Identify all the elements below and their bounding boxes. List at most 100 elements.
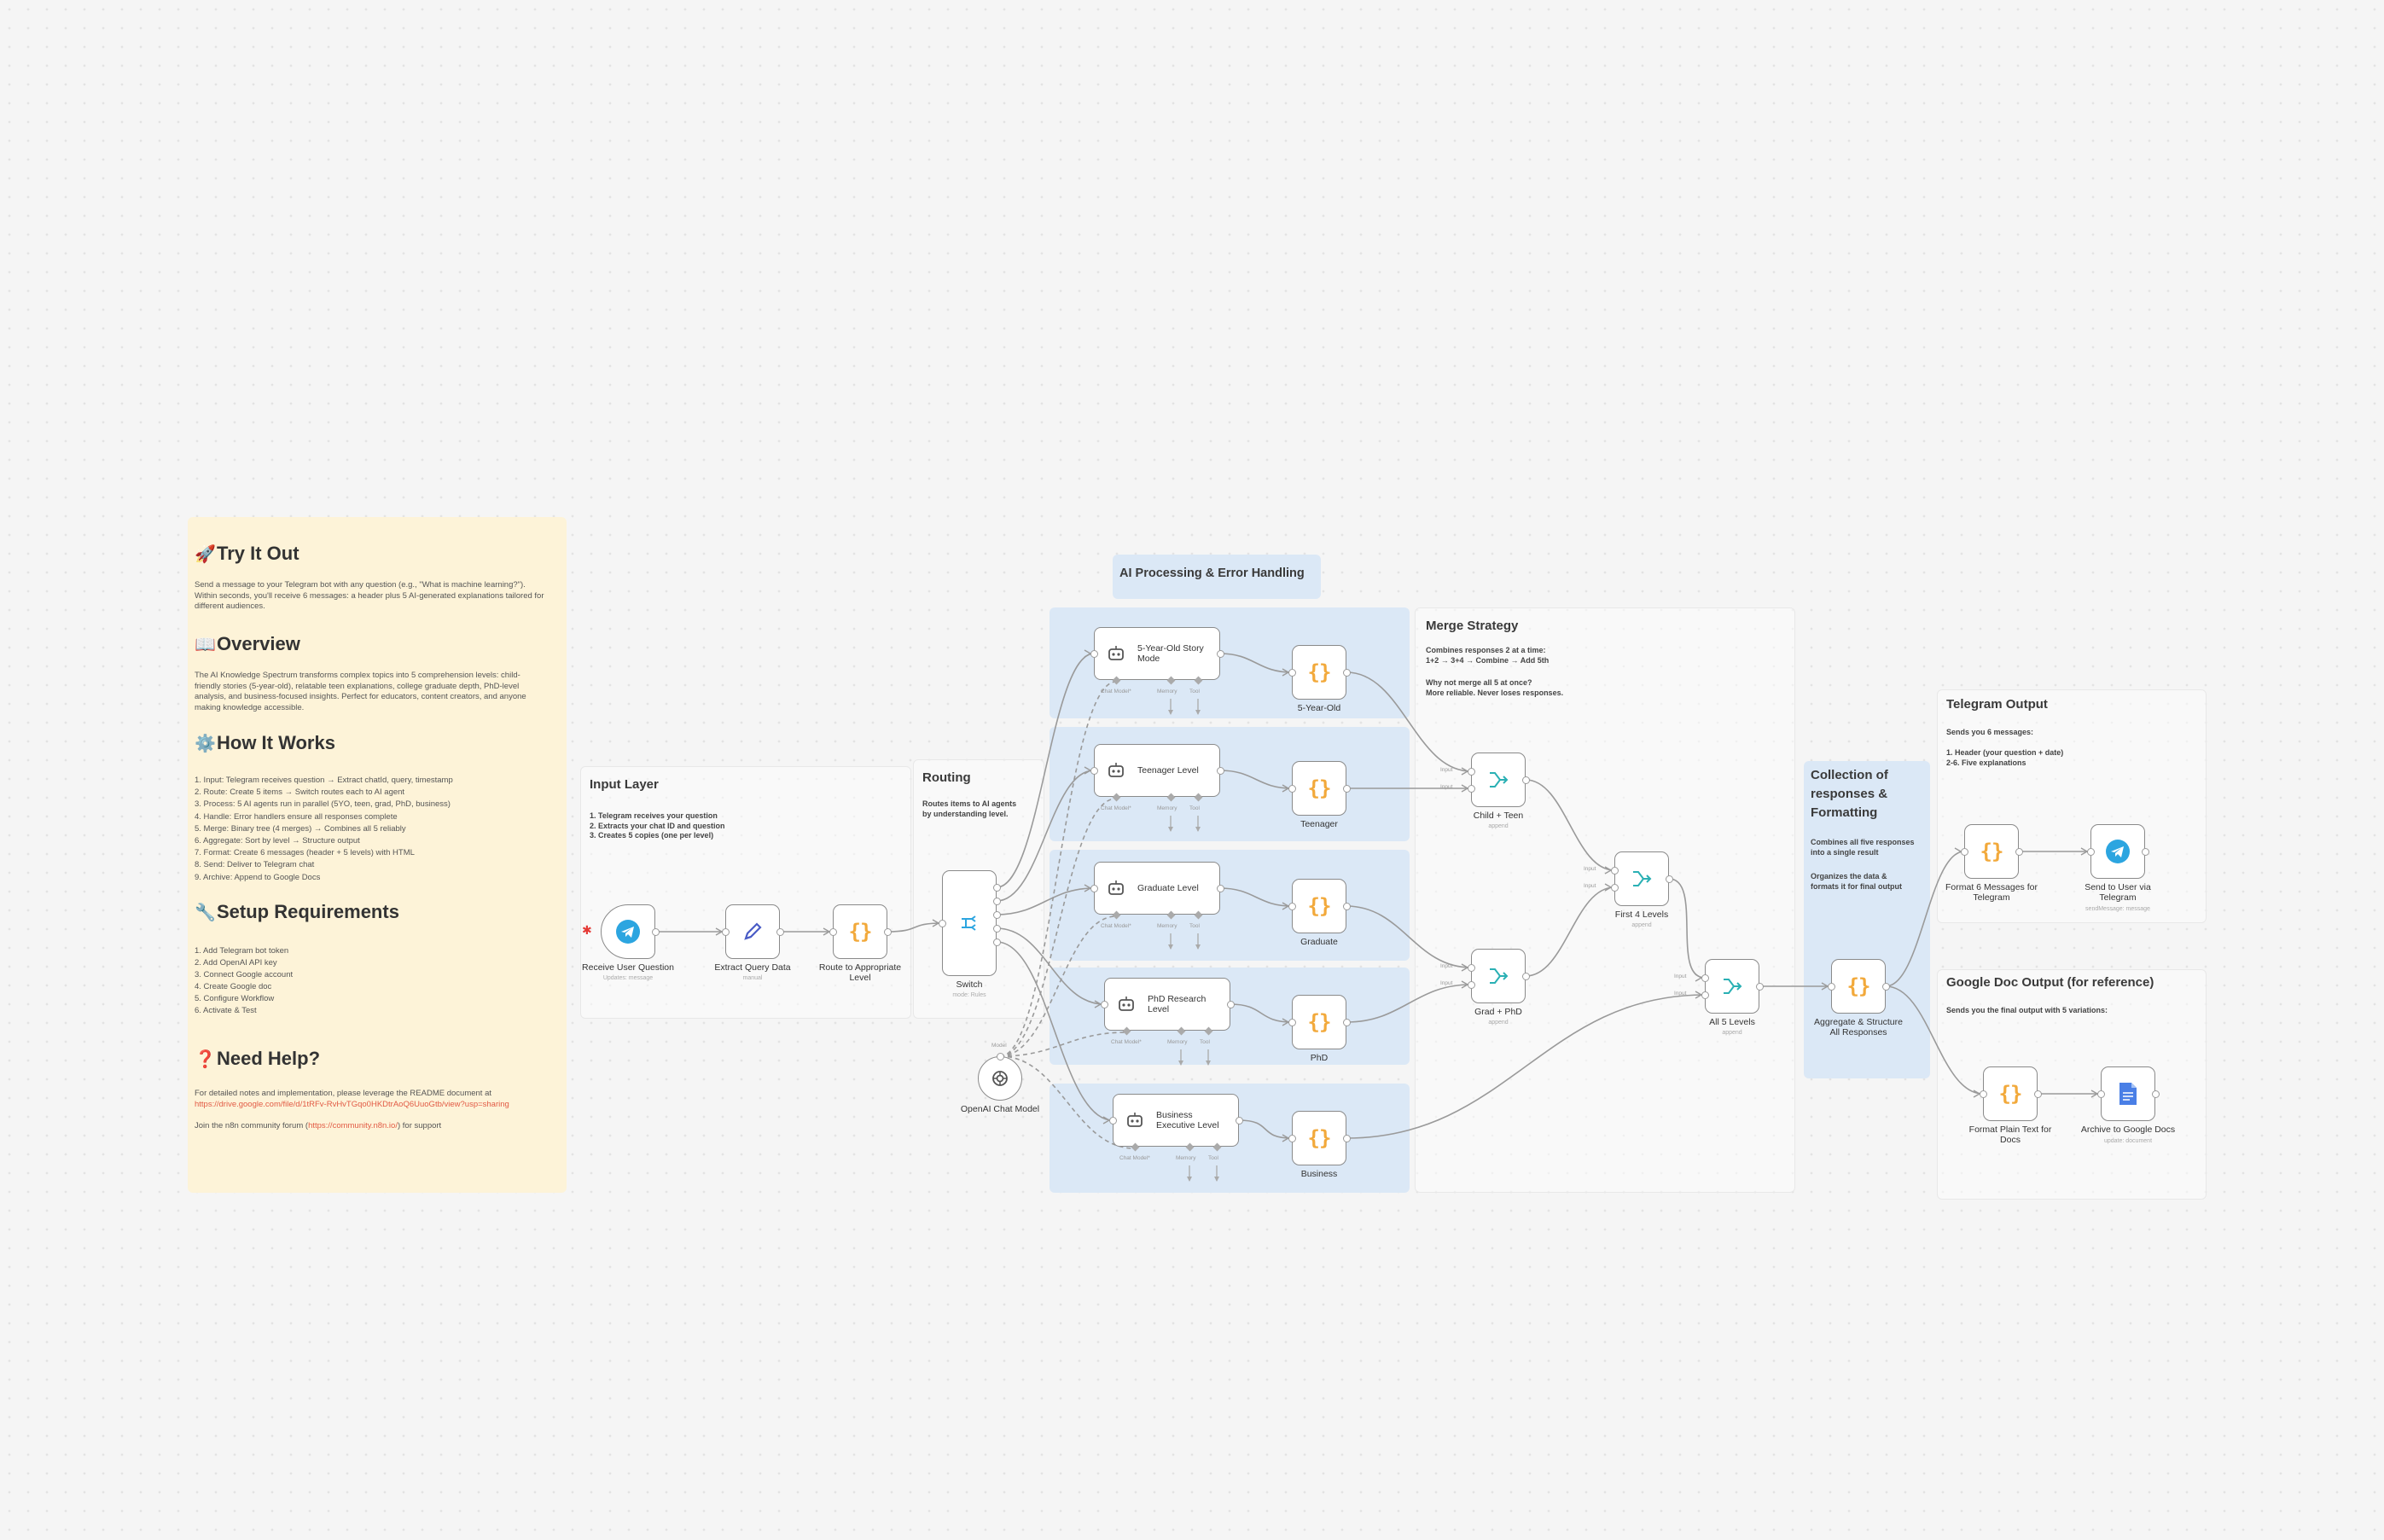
switch-node[interactable]: [942, 870, 997, 976]
merge-child-teen-node[interactable]: [1471, 753, 1526, 807]
merge-strategy-note[interactable]: Merge Strategy Combines responses 2 at a…: [1415, 607, 1795, 1193]
connection-handle[interactable]: [2151, 1090, 2160, 1098]
agent-5yo-label: 5-Year-Old Story Mode: [1137, 643, 1204, 664]
connection-handle[interactable]: [883, 927, 892, 936]
connection-handle[interactable]: [1090, 884, 1098, 892]
connection-handle[interactable]: [1288, 902, 1296, 910]
connection-handle[interactable]: [2141, 847, 2149, 856]
forum-link[interactable]: https://community.n8n.io/: [308, 1121, 398, 1130]
connection-handle[interactable]: [1467, 980, 1475, 989]
code-braces-icon: {}: [1846, 974, 1871, 998]
connection-handle[interactable]: [1226, 1000, 1235, 1008]
receive-user-question-node[interactable]: [601, 904, 655, 959]
connection-handle[interactable]: [938, 919, 946, 927]
code-braces-icon: {}: [1998, 1082, 2023, 1106]
connection-handle[interactable]: [1342, 668, 1351, 677]
input-layer-note[interactable]: Input Layer 1. Telegram receives your qu…: [580, 766, 911, 1019]
merge-icon: [1490, 968, 1509, 984]
connection-handle[interactable]: [1235, 1116, 1243, 1124]
connection-handle[interactable]: [1216, 649, 1224, 658]
connection-handle[interactable]: [1288, 1018, 1296, 1026]
connection-handle[interactable]: [1521, 776, 1530, 784]
agent-biz-node[interactable]: Business Executive Level: [1113, 1094, 1239, 1147]
connection-handle[interactable]: [1090, 766, 1098, 775]
aggregate-label: Aggregate & Structure All Responses: [1814, 1017, 1903, 1037]
connection-handle[interactable]: [1665, 875, 1673, 883]
connection-handle[interactable]: [992, 897, 1001, 905]
extract-query-data-sub: manual: [742, 975, 763, 981]
rocket-icon: 🚀: [195, 545, 216, 564]
code-phd-node[interactable]: {}: [1292, 995, 1346, 1049]
telegram-output-note[interactable]: Telegram Output Sends you 6 messages: 1.…: [1937, 689, 2207, 923]
google-doc-output-note[interactable]: Google Doc Output (for reference) Sends …: [1937, 969, 2207, 1200]
route-to-level-node[interactable]: {}: [833, 904, 887, 959]
connection-handle[interactable]: [1521, 972, 1530, 980]
connection-handle[interactable]: [1467, 963, 1475, 972]
code-biz-node[interactable]: {}: [1292, 1111, 1346, 1165]
connection-handle[interactable]: [1827, 982, 1835, 991]
connection-handle[interactable]: [1342, 1134, 1351, 1142]
merge-grad-phd-node[interactable]: [1471, 949, 1526, 1003]
connection-handle[interactable]: [1288, 1134, 1296, 1142]
ai-processing-title-note[interactable]: AI Processing & Error Handling: [1113, 555, 1321, 599]
readme-link[interactable]: https://drive.google.com/file/d/1tRFv-Rv…: [195, 1099, 509, 1109]
connection-handle[interactable]: [721, 927, 730, 936]
connection-handle[interactable]: [1342, 1018, 1351, 1026]
connection-handle[interactable]: [1288, 784, 1296, 793]
connection-handle[interactable]: [1216, 766, 1224, 775]
connection-handle[interactable]: [1342, 784, 1351, 793]
connection-handle[interactable]: [2096, 1090, 2105, 1098]
connection-handle[interactable]: [1979, 1090, 1987, 1098]
connection-handle[interactable]: [1960, 847, 1968, 856]
connection-handle[interactable]: [2086, 847, 2095, 856]
connection-handle[interactable]: [1610, 866, 1619, 875]
connection-handle[interactable]: [1881, 982, 1890, 991]
connection-handle[interactable]: [992, 883, 1001, 892]
send-telegram-label: Send to User via Telegram: [2085, 882, 2151, 903]
merge-all-5-node[interactable]: [1705, 959, 1759, 1014]
extract-query-data-node[interactable]: [725, 904, 780, 959]
agent-grad-node[interactable]: Graduate Level: [1094, 862, 1220, 915]
merge-first-4-node[interactable]: [1614, 851, 1669, 906]
connection-handle[interactable]: [1216, 884, 1224, 892]
agent-phd-node[interactable]: PhD Research Level: [1104, 978, 1230, 1031]
connection-handle[interactable]: [996, 1052, 1004, 1061]
connection-handle[interactable]: [992, 910, 1001, 919]
openai-chat-model-node[interactable]: [978, 1056, 1022, 1101]
connection-handle[interactable]: [2015, 847, 2023, 856]
connection-handle[interactable]: [2033, 1090, 2042, 1098]
connection-handle[interactable]: [1342, 902, 1351, 910]
connection-handle[interactable]: [651, 927, 660, 936]
code-braces-icon: {}: [1307, 1010, 1332, 1034]
connection-handle[interactable]: [1467, 767, 1475, 776]
archive-docs-node[interactable]: [2101, 1066, 2155, 1121]
connection-handle[interactable]: [992, 924, 1001, 933]
code-teen-node[interactable]: {}: [1292, 761, 1346, 816]
format-docs-node[interactable]: {}: [1983, 1066, 2038, 1121]
merge-child-teen-label: Child + Teen: [1473, 811, 1524, 821]
code-5yo-node[interactable]: {}: [1292, 645, 1346, 700]
connection-handle[interactable]: [1701, 973, 1709, 982]
connection-handle[interactable]: [992, 938, 1001, 946]
connection-handle[interactable]: [1108, 1116, 1117, 1124]
connection-handle[interactable]: [1701, 991, 1709, 999]
forum-text: Join the n8n community forum (https://co…: [195, 1121, 442, 1130]
intro-note[interactable]: 🚀Try It Out Send a message to your Teleg…: [188, 517, 567, 1193]
agent-teen-node[interactable]: Teenager Level: [1094, 744, 1220, 797]
connection-handle[interactable]: [776, 927, 784, 936]
connection-handle[interactable]: [829, 927, 837, 936]
connection-handle[interactable]: [1090, 649, 1098, 658]
connection-handle[interactable]: [1467, 784, 1475, 793]
connection-handle[interactable]: [1610, 883, 1619, 892]
aggregate-node[interactable]: {}: [1831, 959, 1886, 1014]
send-telegram-node[interactable]: [2090, 824, 2145, 879]
receive-user-question-label: Receive User Question: [582, 962, 674, 973]
connection-handle[interactable]: [1100, 1000, 1108, 1008]
format-telegram-node[interactable]: {}: [1964, 824, 2019, 879]
agent-slot-memory: Memory: [1176, 1155, 1196, 1161]
connection-handle[interactable]: [1288, 668, 1296, 677]
code-grad-node[interactable]: {}: [1292, 879, 1346, 933]
connection-handle[interactable]: [1755, 982, 1764, 991]
agent-5yo-node[interactable]: 5-Year-Old Story Mode: [1094, 627, 1220, 680]
